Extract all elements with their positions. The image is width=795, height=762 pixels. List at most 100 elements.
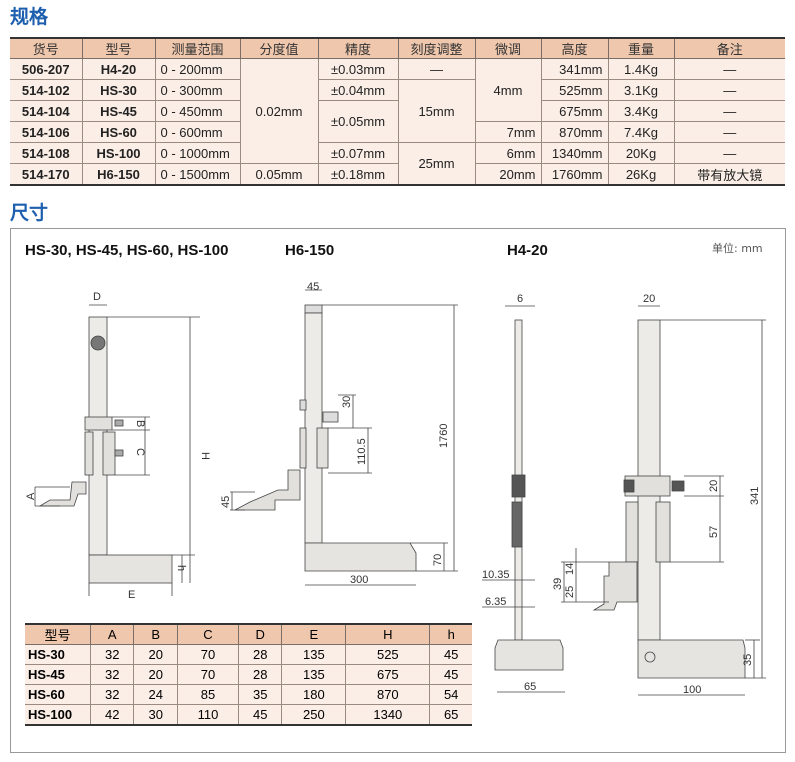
dim-label-39: 39 <box>552 578 564 590</box>
range-cell: 0 - 450mm <box>154 100 241 122</box>
dim-value-cell: 28 <box>238 664 283 685</box>
height-cell: 675mm <box>540 100 609 122</box>
dim-value-cell: 675 <box>345 664 431 685</box>
code-cell: 514-108 <box>10 142 83 164</box>
dim-label-h-base: h <box>175 565 187 571</box>
height-cell: 1760mm <box>540 163 609 186</box>
dim-value-cell: 85 <box>176 684 240 705</box>
scale-adjust-cell: 15mm <box>397 79 476 143</box>
dim-value-cell: 32 <box>89 644 135 665</box>
note-cell: — <box>673 100 785 122</box>
dim-label-110-5: 110.5 <box>356 438 368 465</box>
spec-table: 货号 型号 测量范围 分度值 精度 刻度调整 微调 高度 重量 备注 506-2… <box>10 37 785 186</box>
col-header: 测量范围 <box>154 38 241 59</box>
resolution-cell: 0.02mm <box>239 58 319 164</box>
range-cell: 0 - 600mm <box>154 121 241 143</box>
note-cell: — <box>673 58 785 80</box>
col-header: C <box>176 624 240 645</box>
height-cell: 1340mm <box>540 142 609 164</box>
note-cell: 带有放大镜 <box>673 163 785 186</box>
dim-value-cell: 32 <box>89 664 135 685</box>
dim-label-57: 57 <box>708 526 720 538</box>
dim-label-c: C <box>134 448 146 456</box>
range-cell: 0 - 300mm <box>154 79 241 101</box>
dim-value-cell: 250 <box>281 704 347 726</box>
col-header: 微调 <box>474 38 542 59</box>
table-row: 506-207 H4-20 0 - 200mm 0.02mm ±0.03mm —… <box>10 58 785 164</box>
fine-adjust-cell: 20mm <box>474 163 542 186</box>
col-header: 型号 <box>25 624 91 645</box>
dim-label-25: 25 <box>564 586 576 598</box>
dim-label-45-width: 45 <box>307 281 319 293</box>
dim-label-45-scriber: 45 <box>220 496 232 508</box>
dim-value-cell: 70 <box>176 644 240 665</box>
dim-label-341: 341 <box>749 487 761 505</box>
dim-label-h-total: H <box>199 452 211 460</box>
dim-value-cell: 54 <box>429 684 472 705</box>
height-cell: 341mm <box>540 58 609 80</box>
dim-value-cell: 42 <box>89 704 135 726</box>
dim-section-title: 尺寸 <box>10 202 49 224</box>
model-cell: HS-100 <box>25 704 91 726</box>
dimension-panel <box>10 228 786 753</box>
accuracy-cell: ±0.04mm <box>317 79 399 101</box>
col-header: 备注 <box>673 38 785 59</box>
accuracy-cell: ±0.18mm <box>317 163 399 186</box>
col-header: 精度 <box>317 38 399 59</box>
table-row: 514-108 HS-100 0 - 1000mm ±0.07mm 25mm 6… <box>10 142 785 186</box>
dim-value-cell: 135 <box>281 664 347 685</box>
dim-value-cell: 45 <box>429 664 472 685</box>
model-cell: HS-60 <box>81 121 156 143</box>
col-header: A <box>89 624 135 645</box>
range-cell: 0 - 1000mm <box>154 142 241 164</box>
table-row: 514-104 HS-45 0 - 450mm ±0.05mm 675mm 3.… <box>10 100 785 143</box>
dim-value-cell: 65 <box>429 704 472 726</box>
dim-value-cell: 110 <box>176 704 240 726</box>
dim-label-b: B <box>134 420 146 427</box>
dim-value-cell: 28 <box>238 644 283 665</box>
scale-adjust-cell: 25mm <box>397 142 476 186</box>
model-cell: HS-60 <box>25 684 91 705</box>
resolution-cell: 0.05mm <box>239 163 319 186</box>
dim-value-cell: 870 <box>345 684 431 705</box>
col-header: 分度值 <box>239 38 319 59</box>
fine-adjust-cell: 4mm <box>474 58 542 122</box>
weight-cell: 3.1Kg <box>607 79 675 101</box>
code-cell: 514-170 <box>10 163 83 186</box>
dim-label-10-35: 10.35 <box>482 569 510 581</box>
dim-label-30: 30 <box>341 396 353 408</box>
spec-section-title: 规格 <box>10 6 49 28</box>
col-header: D <box>238 624 283 645</box>
code-cell: 514-102 <box>10 79 83 101</box>
dim-label-300: 300 <box>350 574 368 586</box>
dim-label-d: D <box>93 291 101 303</box>
dim-label-14: 14 <box>564 563 576 575</box>
hs-height-gauge-drawing: D H B C A h E <box>25 291 211 601</box>
note-cell: — <box>673 142 785 164</box>
spec-header-row: 货号 型号 测量范围 分度值 精度 刻度调整 微调 高度 重量 备注 <box>10 38 785 59</box>
range-cell: 0 - 200mm <box>154 58 241 80</box>
dim-value-cell: 180 <box>281 684 347 705</box>
dim-value-cell: 135 <box>281 644 347 665</box>
col-header: B <box>133 624 178 645</box>
diagram-title-h4: H4-20 <box>507 242 548 259</box>
dim-value-cell: 1340 <box>345 704 431 726</box>
h4-front-view-drawing: 20 341 20 57 39 25 14 35 100 <box>552 293 766 696</box>
dim-label-a: A <box>25 492 37 500</box>
dim-value-cell: 45 <box>429 644 472 665</box>
dim-value-cell: 35 <box>238 684 283 705</box>
dim-label-20-width: 20 <box>643 293 655 305</box>
model-cell: HS-100 <box>81 142 156 164</box>
fine-adjust-cell: 6mm <box>474 142 542 164</box>
dim-label-6-35: 6.35 <box>485 596 506 608</box>
dim-label-65: 65 <box>524 681 536 693</box>
dim-label-e: E <box>128 589 135 601</box>
table-row: 514-106 HS-60 0 - 600mm 7mm 870mm 7.4Kg … <box>10 121 785 143</box>
